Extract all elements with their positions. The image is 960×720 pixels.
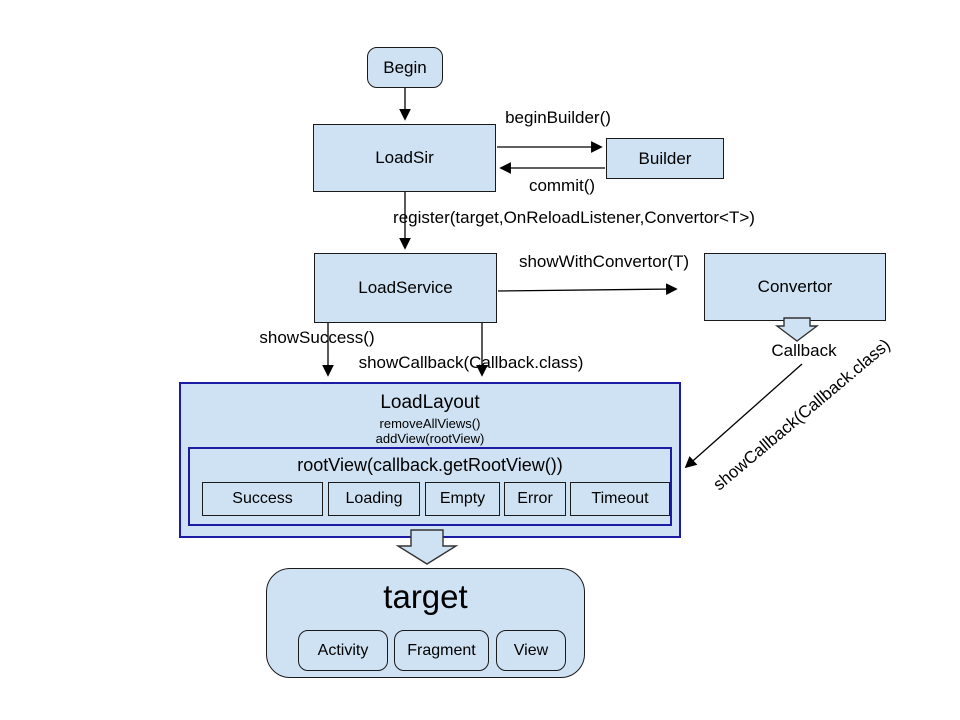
arrow-loadservice-convertor xyxy=(497,283,678,295)
block-arrow-convertor-callback xyxy=(774,317,820,342)
target-host-fragment: Fragment xyxy=(394,630,489,671)
builder-node: Builder xyxy=(606,138,724,179)
callback-state-success: Success xyxy=(202,482,323,516)
rootview-label: rootView(callback.getRootView()) xyxy=(297,455,563,475)
convertor-node: Convertor xyxy=(704,253,886,321)
loadlayout-method-removeallviews: removeAllViews() xyxy=(379,416,481,431)
loadlayout-title: LoadLayout xyxy=(380,392,480,413)
label-register: register(target,OnReloadListener,Convert… xyxy=(393,208,755,227)
label-beginbuilder: beginBuilder() xyxy=(505,108,611,127)
label-showcallback: showCallback(Callback.class) xyxy=(358,353,584,372)
begin-node: Begin xyxy=(367,47,443,88)
target-host-view: View xyxy=(496,630,566,671)
callback-state-loading: Loading xyxy=(328,482,420,516)
callback-state-empty: Empty xyxy=(425,482,500,516)
label-showsuccess: showSuccess() xyxy=(259,328,375,347)
rootview-container: rootView(callback.getRootView()) Success… xyxy=(188,447,672,526)
loadlayout-container: LoadLayout removeAllViews() addView(root… xyxy=(179,382,681,538)
target-title: target xyxy=(383,578,468,615)
loadservice-node: LoadService xyxy=(314,253,497,323)
label-commit: commit() xyxy=(528,176,596,195)
label-callback: Callback xyxy=(771,341,837,360)
callback-state-timeout: Timeout xyxy=(570,482,670,516)
loadsir-node: LoadSir xyxy=(313,124,496,192)
loadlayout-method-addview: addView(rootView) xyxy=(375,431,485,446)
target-host-activity: Activity xyxy=(298,630,388,671)
target-container: target Activity Fragment View xyxy=(266,568,585,678)
callback-state-error: Error xyxy=(504,482,566,516)
label-showwithconvertor: showWithConvertor(T) xyxy=(518,252,690,271)
